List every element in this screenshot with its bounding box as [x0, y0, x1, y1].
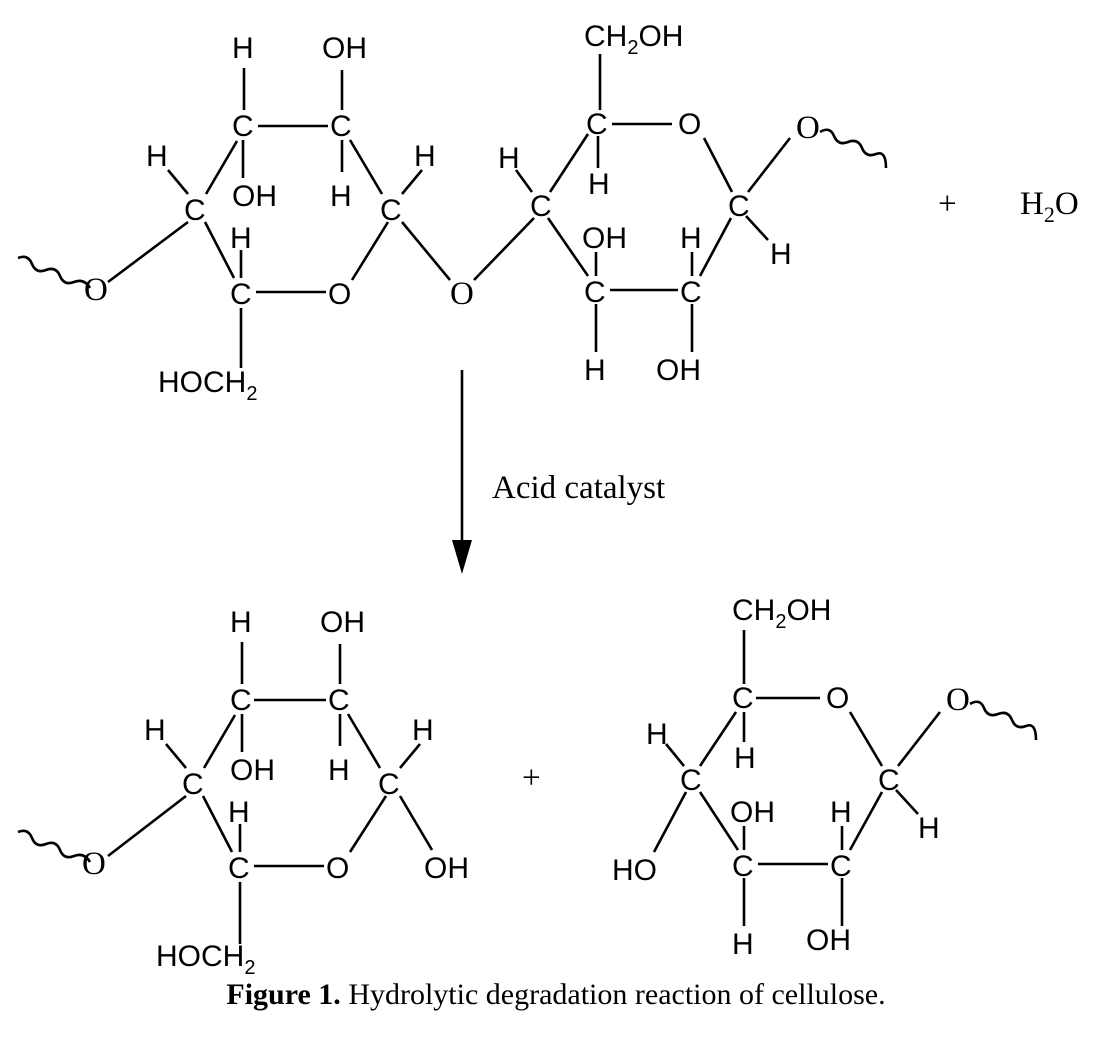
atom-h: H	[144, 714, 166, 747]
atom-oh: OH	[230, 754, 275, 787]
atom-c: C	[586, 108, 608, 141]
atom-hoch2: HOCH2	[156, 940, 255, 979]
figure-label: Figure 1.	[226, 978, 341, 1011]
atom-oh: OH	[424, 852, 469, 885]
atom-c: C	[232, 110, 254, 143]
atom-h: H	[498, 142, 520, 175]
atom-h: H	[230, 222, 252, 255]
atom-h: H	[734, 742, 756, 775]
reactant-cellulose: H OH C C H OH H H C C H O C O O HOCH2 CH…	[17, 20, 888, 405]
arrow-label: Acid catalyst	[492, 470, 665, 506]
atom-c: C	[878, 764, 900, 797]
atom-c: C	[732, 850, 754, 883]
plus-sign: +	[522, 760, 541, 796]
atom-o: O	[328, 278, 351, 311]
atom-c: C	[380, 194, 402, 227]
atom-c: C	[530, 190, 552, 223]
atom-ch2oh: CH2OH	[584, 20, 683, 59]
atom-h: H	[232, 32, 254, 65]
atom-o: O	[678, 108, 701, 141]
water-molecule: H2O	[1020, 186, 1079, 227]
atom-ho: HO	[612, 854, 657, 887]
atom-c: C	[680, 276, 702, 309]
atom-oh: OH	[322, 32, 367, 65]
atom-hoch2: HOCH2	[158, 366, 257, 405]
plus-sign: +	[938, 186, 957, 222]
atom-c: C	[330, 110, 352, 143]
atom-h: H	[146, 140, 168, 173]
atom-h: H	[330, 180, 352, 213]
atom-oh: OH	[232, 180, 277, 213]
atom-oh: OH	[582, 222, 627, 255]
atom-c: C	[728, 190, 750, 223]
atom-oh: OH	[730, 796, 775, 829]
atom-c: C	[680, 764, 702, 797]
atom-h: H	[412, 714, 434, 747]
atom-o: O	[796, 110, 820, 146]
atom-h: H	[584, 354, 606, 387]
product-right: CH2OH C O O H H C C OH H H HO C C H OH	[612, 594, 1038, 961]
atom-o: O	[326, 852, 349, 885]
reaction-arrow	[452, 370, 472, 574]
atom-h: H	[680, 222, 702, 255]
atom-h: H	[732, 928, 754, 961]
atom-h: H	[230, 606, 252, 639]
atom-c: C	[378, 768, 400, 801]
atom-o: O	[82, 846, 106, 882]
atom-c: C	[184, 194, 206, 227]
atom-h: H	[588, 168, 610, 201]
atom-c: C	[732, 682, 754, 715]
atom-h: H	[328, 754, 350, 787]
figure-caption-text: Hydrolytic degradation reaction of cellu…	[340, 978, 886, 1011]
atom-o: O	[946, 682, 970, 718]
atom-o: O	[826, 682, 849, 715]
atom-c: C	[830, 850, 852, 883]
atom-oh: OH	[320, 606, 365, 639]
atom-h: H	[770, 238, 792, 271]
atom-c: C	[584, 276, 606, 309]
product-left: H OH C C H OH H H C C H O C O OH HOCH2	[17, 606, 469, 979]
atom-c: C	[228, 852, 250, 885]
atom-h: H	[918, 812, 940, 845]
atom-c: C	[328, 684, 350, 717]
atom-h: H	[646, 718, 668, 751]
atom-h: H	[830, 796, 852, 829]
atom-c: C	[182, 768, 204, 801]
figure-caption: Figure 1. Hydrolytic degradation reactio…	[0, 978, 1112, 1012]
atom-o: O	[450, 276, 474, 312]
atom-ch2oh: CH2OH	[732, 594, 831, 633]
atom-h: H	[414, 140, 436, 173]
reactant-right-ring-bonds	[473, 54, 888, 352]
atom-c: C	[230, 684, 252, 717]
atom-oh: OH	[806, 924, 851, 957]
atom-h: H	[228, 796, 250, 829]
product-right-bonds	[652, 630, 1038, 926]
reactant-left-ring-bonds	[17, 68, 452, 368]
atom-c: C	[230, 278, 252, 311]
product-left-bonds	[17, 642, 434, 944]
atom-oh: OH	[656, 354, 701, 387]
atom-o: O	[84, 272, 108, 308]
